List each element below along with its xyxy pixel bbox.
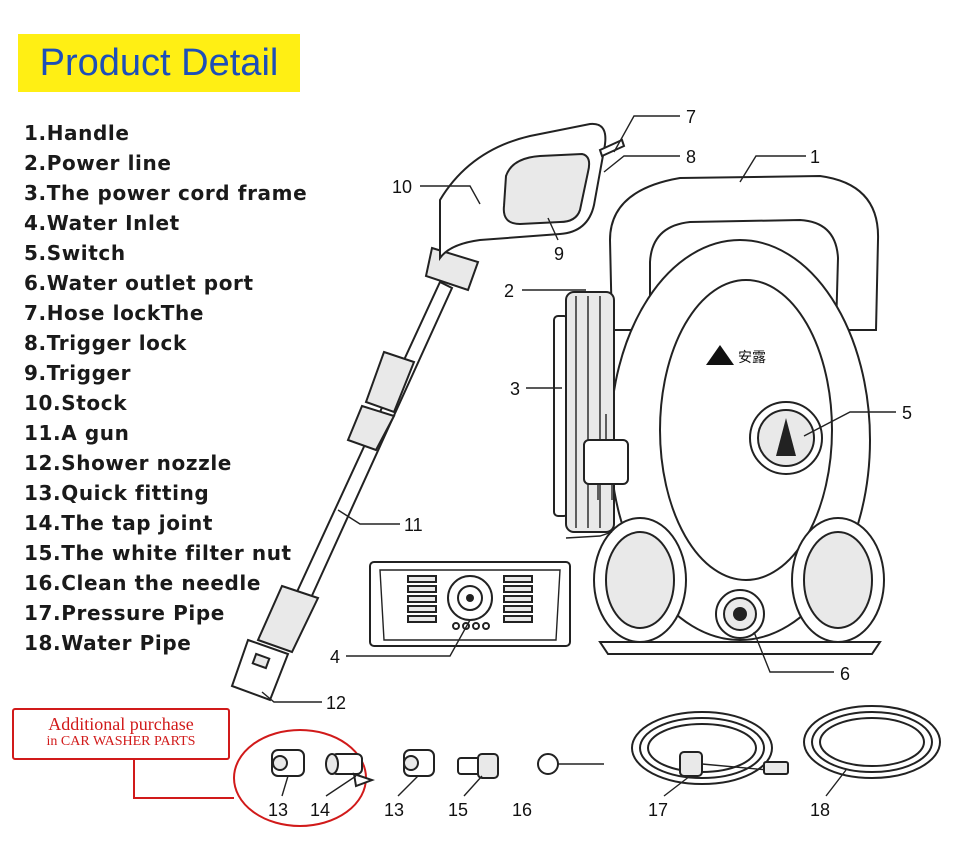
legend-item: 18.Water Pipe — [24, 631, 192, 655]
legend-item: 15.The white filter nut — [24, 541, 292, 565]
callout-11: 11 — [404, 515, 423, 535]
legend-item: 17.Pressure Pipe — [24, 601, 225, 625]
callout-1: 1 — [810, 147, 820, 167]
callout-numbers: 1 2 3 4 5 6 7 8 9 10 11 12 13 14 13 15 1… — [268, 107, 912, 820]
callout-9: 9 — [554, 244, 564, 264]
legend-item: 2.Power line — [24, 151, 172, 175]
legend-item: 10.Stock — [24, 391, 128, 415]
callout-18: 18 — [810, 800, 830, 820]
svg-text:安露: 安露 — [738, 350, 766, 366]
title-banner: Product Detail — [18, 34, 300, 92]
callout-17: 17 — [648, 800, 668, 820]
washer-body: 安露 — [553, 174, 885, 655]
callout-14: 14 — [310, 800, 330, 820]
legend-item: 11.A gun — [24, 421, 130, 445]
callout-6: 6 — [840, 664, 850, 684]
legend-item: 16.Clean the needle — [24, 571, 262, 595]
legend-item: 7.Hose lockThe — [24, 301, 205, 325]
callout-8: 8 — [686, 147, 696, 167]
legend-item: 4.Water Inlet — [24, 211, 180, 235]
legend-item: 13.Quick fitting — [24, 481, 210, 505]
purchase-line-2: in CAR WASHER PARTS — [46, 734, 196, 749]
page-title: Product Detail — [39, 41, 279, 84]
callout-16: 16 — [512, 800, 532, 820]
legend-item: 9.Trigger — [24, 361, 132, 385]
legend-item: 5.Switch — [24, 241, 126, 265]
legend-item: 12.Shower nozzle — [24, 451, 232, 475]
additional-purchase-box: Additional purchase in CAR WASHER PARTS — [12, 708, 230, 760]
accessories — [133, 705, 941, 827]
callout-12: 12 — [326, 693, 346, 713]
legend-item: 3.The power cord frame — [24, 181, 308, 205]
callout-3: 3 — [510, 379, 520, 399]
callout-2: 2 — [504, 281, 514, 301]
leader-lines — [261, 115, 896, 797]
callout-13a: 13 — [268, 800, 288, 820]
purchase-line-1: Additional purchase — [48, 714, 194, 734]
parts-legend: 1.Handle 2.Power line 3.The power cord f… — [24, 118, 307, 658]
callout-15: 15 — [448, 800, 468, 820]
callout-7: 7 — [686, 107, 696, 127]
legend-item: 8.Trigger lock — [24, 331, 187, 355]
spray-gun — [230, 122, 626, 702]
legend-item: 6.Water outlet port — [24, 271, 254, 295]
callout-5: 5 — [902, 403, 912, 423]
callout-10: 10 — [392, 177, 412, 197]
legend-item: 1.Handle — [24, 121, 130, 145]
legend-item: 14.The tap joint — [24, 511, 214, 535]
callout-4: 4 — [330, 647, 340, 667]
callout-13b: 13 — [384, 800, 404, 820]
water-inlet-inset — [369, 561, 571, 647]
